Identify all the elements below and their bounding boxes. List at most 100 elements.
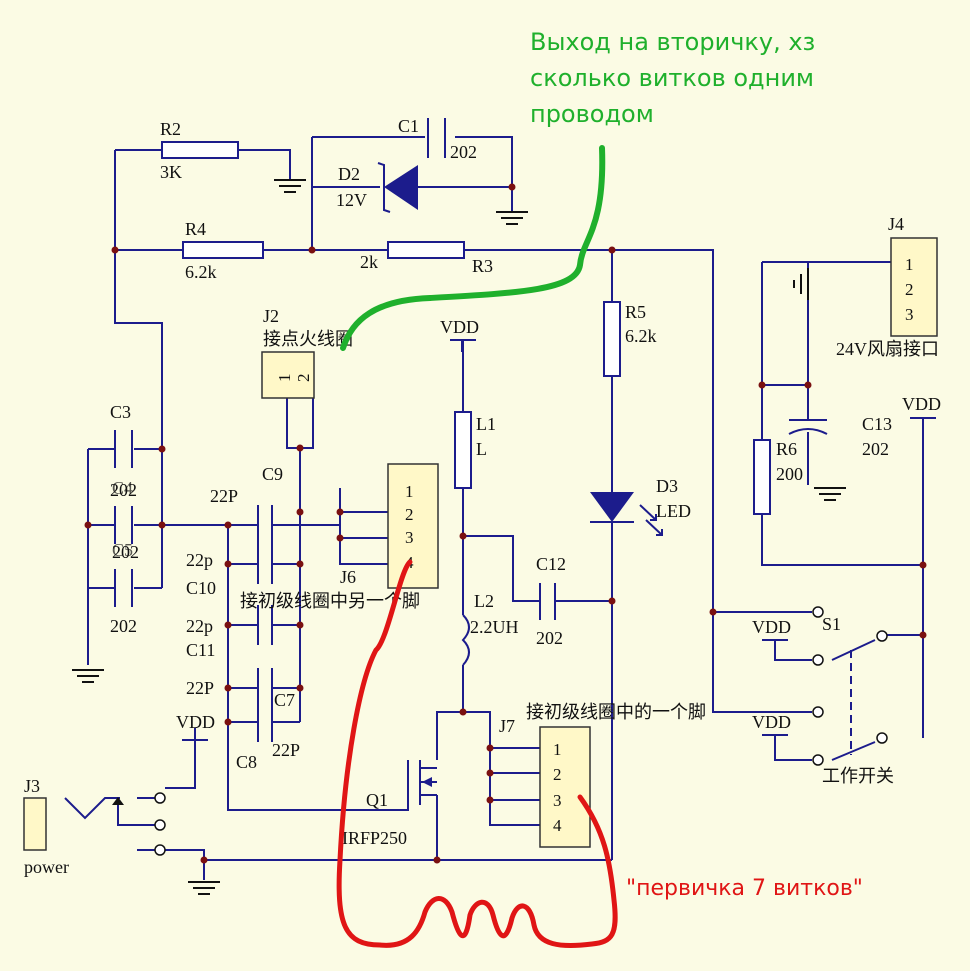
red-annotation: "первичка 7 витков" <box>336 559 863 949</box>
mosfet-q1: Q1 IRFP250 <box>342 760 437 848</box>
c9-value: 22P <box>210 486 238 506</box>
r3-value: 2k <box>360 252 378 272</box>
vdd-l1-label: VDD <box>440 317 479 337</box>
c11-ref: C11 <box>186 640 215 660</box>
j4-pin-1: 1 <box>905 255 914 274</box>
vdd-right: VDD <box>902 394 941 419</box>
j4-pin-3: 3 <box>905 305 914 324</box>
green-note-line-1: Выход на вторичку, хз <box>530 28 815 56</box>
resistor-r5: R5 6.2k <box>603 301 657 377</box>
r4-ref: R4 <box>185 219 206 239</box>
j6-ref: J6 <box>340 567 356 587</box>
switch-label: 工作开关 <box>822 766 894 786</box>
vdd-j3: VDD <box>176 712 215 741</box>
c3-value: 202 <box>110 480 137 500</box>
j7-pin-3: 3 <box>553 791 562 810</box>
c9-ref: C9 <box>262 464 283 484</box>
vdd-s1-top-label: VDD <box>752 617 791 637</box>
connector-j2: 1 2 J2 接点火线圈 <box>261 306 353 399</box>
j6-pin-1: 1 <box>405 482 414 501</box>
c12-ref: C12 <box>536 554 566 574</box>
led-d3: D3 LED <box>590 476 691 536</box>
l1-value: L <box>476 439 487 459</box>
capacitor-c10: 22p C10 <box>186 545 273 598</box>
capacitor-c3: C3 202 <box>110 402 137 500</box>
ground-c-bank <box>71 669 105 683</box>
j7-pin-1: 1 <box>553 740 562 759</box>
capacitor-c5: C5 202 <box>110 540 137 636</box>
red-note: "первичка 7 витков" <box>626 876 863 901</box>
capacitor-c11: 22p C11 <box>186 605 273 660</box>
vdd-s1-bottom-label: VDD <box>752 712 791 732</box>
vdd-l1: VDD <box>440 317 479 341</box>
switch-s1: S1 工作开关 <box>812 606 894 786</box>
r4-value: 6.2k <box>185 262 217 282</box>
l2-value: 2.2UH <box>470 617 519 637</box>
c11-value: 22p <box>186 616 213 636</box>
green-note-line-3: проводом <box>530 100 654 128</box>
c5-value: 202 <box>110 616 137 636</box>
ground-c1 <box>495 211 529 225</box>
j7-desc: 接初级线圈中的一个脚 <box>526 702 706 722</box>
j4-ref: J4 <box>888 214 904 234</box>
vdd-s1-bottom: VDD <box>752 712 791 736</box>
capacitor-c7: 22P C7 <box>186 668 295 710</box>
j7-ref: J7 <box>499 716 515 736</box>
c4-value: 202 <box>112 542 139 562</box>
zener-diode-d2: D2 12V <box>336 162 418 213</box>
resistor-r3: 2k R3 <box>360 241 493 276</box>
c1-ref: C1 <box>398 116 419 136</box>
j6-pin-2: 2 <box>405 505 414 524</box>
vdd-right-label: VDD <box>902 394 941 414</box>
j7-pin-2: 2 <box>553 765 562 784</box>
j3-ref: J3 <box>24 776 40 796</box>
r6-value: 200 <box>776 464 803 484</box>
r6-ref: R6 <box>776 439 797 459</box>
resistor-r6: R6 200 <box>753 439 803 515</box>
resistor-r4: R4 6.2k <box>182 219 264 282</box>
c4-ref: C4 <box>112 478 133 498</box>
connector-j7: 1 2 3 4 J7 接初级线圈中的一个脚 <box>499 702 706 848</box>
resistor-r2: R2 3K <box>160 119 239 182</box>
capacitor-c1: C1 202 <box>398 116 477 162</box>
d3-value: LED <box>656 501 691 521</box>
q1-ref: Q1 <box>366 790 388 810</box>
j2-ref: J2 <box>263 306 279 326</box>
c13-ref: C13 <box>862 414 892 434</box>
r5-value: 6.2k <box>625 326 657 346</box>
r2-ref: R2 <box>160 119 181 139</box>
c7-ref: C7 <box>274 690 295 710</box>
capacitor-c9: C9 22P <box>210 464 283 545</box>
capacitor-c4: C4 202 <box>112 478 139 562</box>
c8-ref: C8 <box>236 752 257 772</box>
s1-ref: S1 <box>822 614 841 634</box>
c3-ref: C3 <box>110 402 131 422</box>
c10-ref: C10 <box>186 578 216 598</box>
inductor-l1: L1 L <box>454 411 496 489</box>
j2-pin-1: 1 <box>275 374 294 383</box>
connector-j3: J3 power <box>23 776 166 877</box>
j4-desc: 24V风扇接口 <box>836 339 939 359</box>
junction-dots <box>84 183 927 864</box>
ground-symbols <box>71 179 847 895</box>
c13-value: 202 <box>862 439 889 459</box>
c7-value: 22P <box>186 678 214 698</box>
d3-ref: D3 <box>656 476 678 496</box>
l1-ref: L1 <box>476 414 496 434</box>
r2-value: 3K <box>160 162 182 182</box>
r5-ref: R5 <box>625 302 646 322</box>
j7-pin-4: 4 <box>553 816 562 835</box>
vdd-symbols: VDD VDD VDD VDD VDD <box>176 317 941 741</box>
j2-pin-2: 2 <box>294 374 313 383</box>
vdd-s1-top: VDD <box>752 617 791 641</box>
ground-j3 <box>187 881 221 895</box>
q1-value: IRFP250 <box>342 828 407 848</box>
connector-j6: 1 2 3 4 J6 接初级线圈中另一个脚 <box>240 463 439 611</box>
d2-value: 12V <box>336 190 367 210</box>
connector-j4: 1 2 3 J4 24V风扇接口 <box>836 214 939 359</box>
green-annotation: Выход на вторичку, хз сколько витков одн… <box>340 28 815 351</box>
ground-r2 <box>273 179 307 193</box>
j4-pin-2: 2 <box>905 280 914 299</box>
ground-j4 <box>793 268 809 300</box>
